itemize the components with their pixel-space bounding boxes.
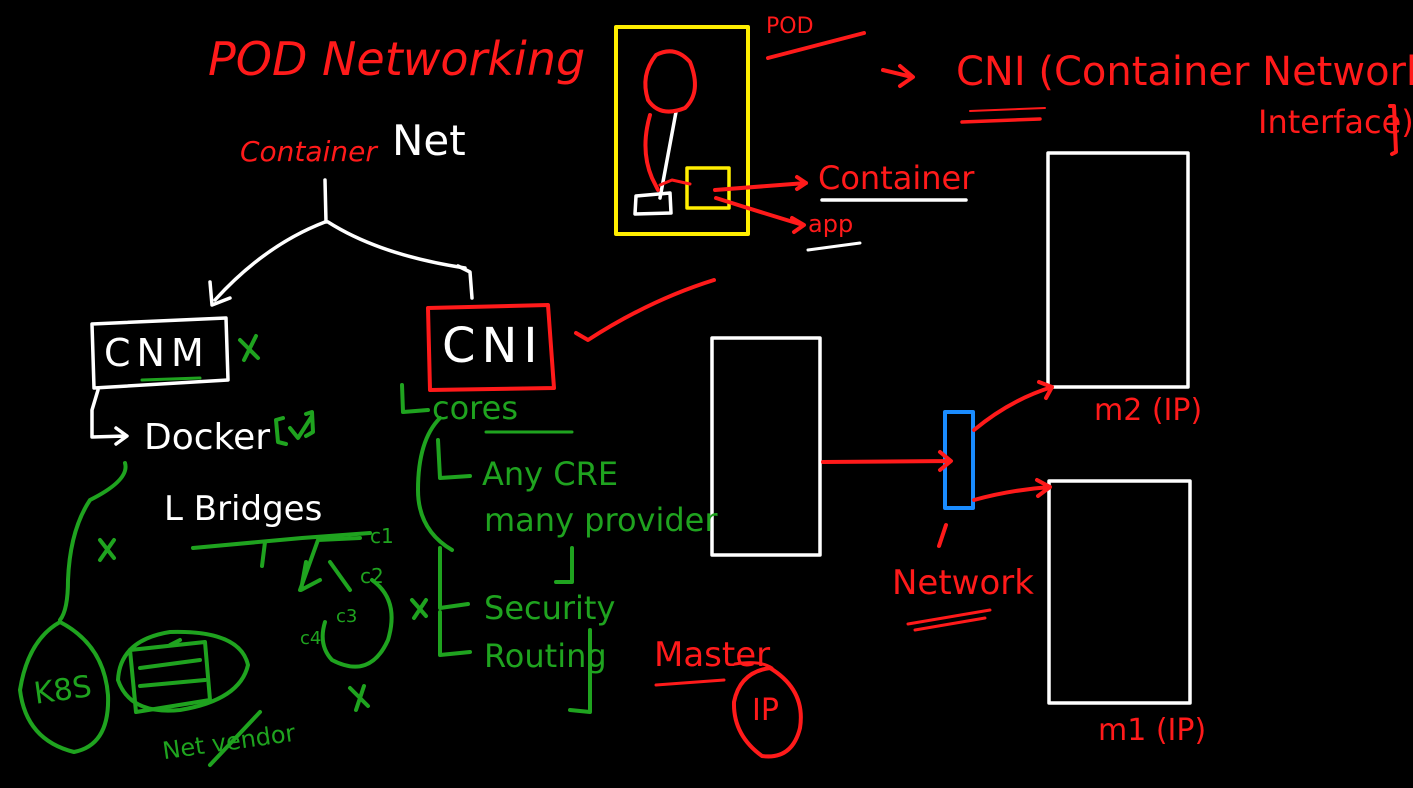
c4-label: c4 xyxy=(300,628,322,649)
c2-label: c2 xyxy=(360,564,384,588)
tree-arrow-left xyxy=(208,280,232,307)
cni-header-label: CNI (Container Network xyxy=(956,49,1413,95)
cnm-docker-arrow xyxy=(90,388,129,446)
net-vendor-inner xyxy=(128,638,212,714)
network-to-m1-arrow xyxy=(972,478,1052,502)
cni-header-underline xyxy=(960,117,1042,124)
container-net-prefix: Container xyxy=(240,135,377,168)
routing-label: Routing xyxy=(484,637,607,675)
master-ip-circle xyxy=(731,666,803,759)
cni-branch-top xyxy=(400,383,430,414)
check-mark xyxy=(574,278,716,342)
pod-label-underline xyxy=(766,31,866,60)
c1-arrow xyxy=(298,536,362,592)
pod-container-rect xyxy=(633,191,673,216)
bridges-pointer xyxy=(260,540,267,568)
pod-link-2 xyxy=(658,178,692,187)
master-to-ip-link xyxy=(733,661,774,670)
to-app-arrow xyxy=(714,196,806,234)
tree-arrow-right xyxy=(456,264,474,300)
security-x-mark xyxy=(410,598,428,620)
cni-branch-routing xyxy=(438,610,472,657)
many-provider-label: many provider xyxy=(484,501,718,539)
cni-header-underline-2 xyxy=(969,107,1046,112)
routing-bracket xyxy=(568,628,592,714)
docker-label: Docker xyxy=(144,417,271,458)
cni-box xyxy=(426,303,556,392)
tree-stem xyxy=(323,178,328,224)
tree-branch-left xyxy=(213,220,327,302)
network-label: Network xyxy=(892,563,1034,603)
cluster-x-mark xyxy=(348,684,370,712)
network-underline xyxy=(906,608,992,632)
app-label: app xyxy=(808,210,854,238)
cni-branch-anycre xyxy=(436,438,472,480)
any-cre-label: Any CRE xyxy=(482,455,619,493)
net-vendor-strike xyxy=(208,710,262,767)
app-underline xyxy=(806,241,862,252)
m1-label: m1 (IP) xyxy=(1098,713,1207,748)
cni-box-label: CNI xyxy=(442,318,544,374)
pod-label: POD xyxy=(766,14,814,39)
interface-label: Interface) xyxy=(1258,103,1413,141)
tree-branch-right xyxy=(326,220,467,270)
cnm-box xyxy=(90,316,230,390)
container-label: Container xyxy=(818,159,975,197)
network-to-m2-arrow xyxy=(972,380,1054,432)
docker-to-k8s-curve xyxy=(58,461,128,622)
bridges-label: L Bridges xyxy=(164,489,323,529)
provider-bracket xyxy=(554,546,574,584)
master-underline xyxy=(654,678,726,687)
master-node-rect xyxy=(710,336,822,557)
pod-ip-blob xyxy=(643,49,697,114)
net-vendor-blob xyxy=(116,629,250,713)
cni-branch-security xyxy=(438,546,470,610)
k8s-x-mark xyxy=(98,538,116,562)
cnm-underline xyxy=(140,376,202,382)
security-label: Security xyxy=(484,589,616,627)
container-net-suffix: Net xyxy=(392,116,466,165)
m2-label: m2 (IP) xyxy=(1094,393,1203,428)
k8s-blob xyxy=(18,620,111,754)
m2-node-rect xyxy=(1046,151,1190,389)
pod-box xyxy=(614,25,750,236)
cluster-loop xyxy=(320,578,394,669)
docker-check xyxy=(274,410,315,446)
master-ip-label: IP xyxy=(752,693,779,728)
cnm-label: CNM xyxy=(104,331,210,375)
k8s-label: K8S xyxy=(31,669,94,712)
title-pod-networking: POD Networking xyxy=(208,32,586,86)
master-to-network-arrow xyxy=(821,450,953,472)
bridges-strike xyxy=(191,531,372,550)
interface-close-bracket xyxy=(1388,104,1398,156)
network-pointer xyxy=(937,523,948,548)
cnm-rejected-x xyxy=(238,334,260,362)
c3-label: c3 xyxy=(336,606,358,627)
cni-tree-main xyxy=(416,416,454,552)
cores-label: cores xyxy=(432,389,518,427)
cni-header-arrow xyxy=(881,64,915,88)
master-label: Master xyxy=(654,635,771,675)
m1-node-rect xyxy=(1047,479,1192,705)
pod-link xyxy=(643,113,660,192)
c2-to-c3 xyxy=(328,560,352,592)
c1-label: c1 xyxy=(370,524,394,548)
to-container-arrow xyxy=(713,175,808,192)
